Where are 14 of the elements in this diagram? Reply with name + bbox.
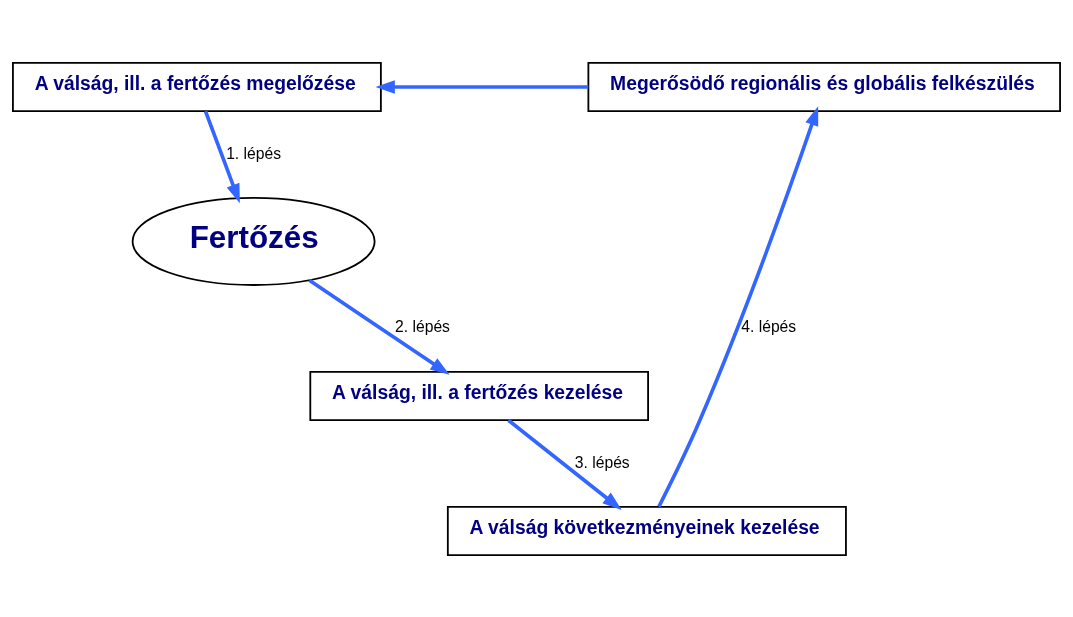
node-box: Megerősödő regionális és globális felkészülés [587, 61, 1061, 112]
edge-label: 1. lépés [226, 144, 282, 162]
node-box: A válság, ill. a fertőzés megelőzése [12, 61, 382, 112]
arrow [657, 105, 819, 507]
arrow [375, 79, 589, 94]
arrow [203, 110, 240, 203]
node-box: A válság következményeinek kezelése [446, 505, 847, 556]
node-box: A válság, ill. a fertőzés kezelése [309, 370, 649, 421]
arrow [308, 278, 450, 375]
edge-label: 4. lépés [741, 317, 797, 335]
edge-label: 2. lépés [395, 317, 450, 335]
edge-label: 3. lépés [574, 453, 630, 471]
arrow [507, 418, 622, 510]
node-ellipse: Fertőzés [131, 196, 376, 286]
